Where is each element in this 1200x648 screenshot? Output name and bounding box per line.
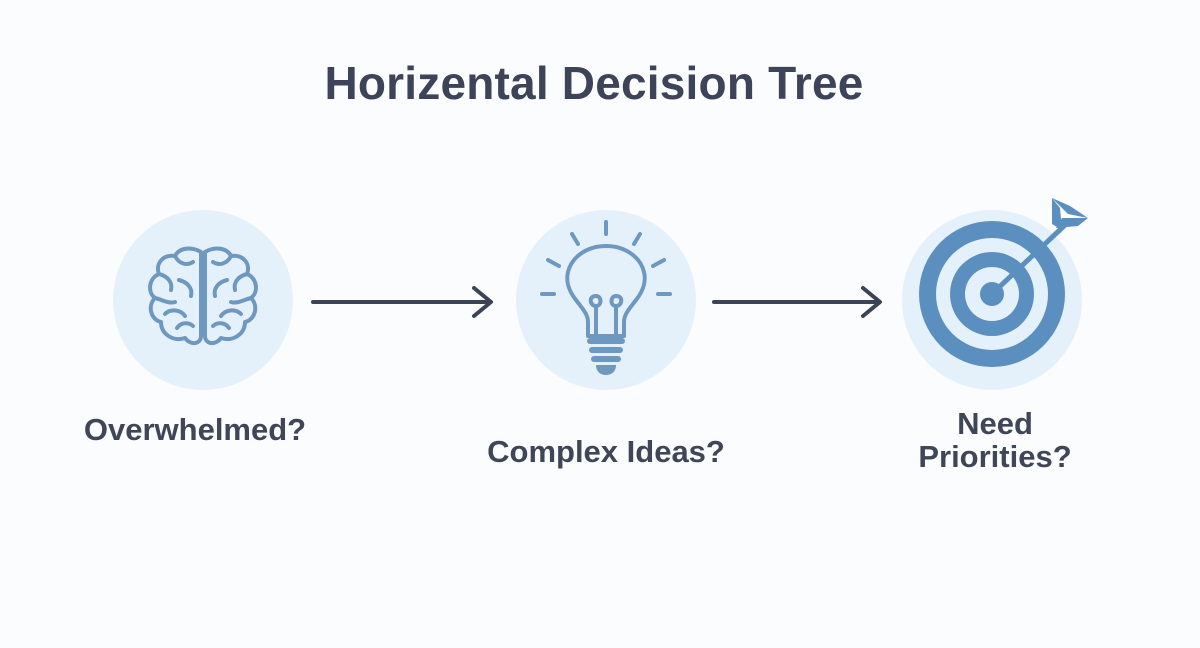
brain-icon [148, 246, 258, 345]
lightbulb-icon [540, 220, 672, 375]
node-label-overwhelmed: Overwhelmed? [83, 412, 307, 447]
node-priorities-circle [902, 198, 1088, 390]
node-label-priorities: Need Priorities? [880, 406, 1110, 474]
node-label-priorities-line1: Need [957, 406, 1033, 441]
target-icon [919, 198, 1088, 367]
node-complex-ideas-circle [516, 210, 696, 390]
node-overwhelmed-circle [113, 210, 293, 390]
arrow-1 [311, 286, 493, 318]
node-label-complex-ideas: Complex Ideas? [487, 434, 725, 469]
page-title: Horizental Decision Tree [324, 57, 864, 109]
node-label-priorities-line2: Priorities? [918, 438, 1072, 474]
arrow-2 [712, 286, 882, 318]
